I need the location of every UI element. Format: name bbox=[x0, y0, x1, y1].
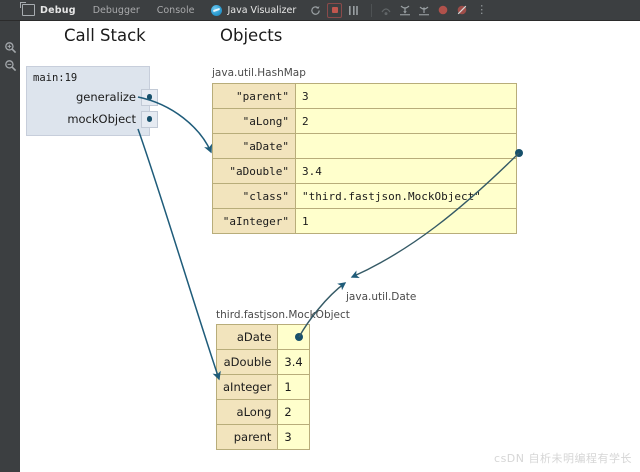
row-key: aInteger bbox=[216, 374, 279, 400]
table-row: aInteger 1 bbox=[216, 374, 310, 400]
row-value: 1 bbox=[277, 374, 310, 400]
row-key: "parent" bbox=[212, 83, 296, 109]
debug-action-group: ⋮ bbox=[308, 2, 488, 18]
table-row: parent 3 bbox=[216, 424, 310, 450]
row-value: 3.4 bbox=[295, 158, 517, 184]
tab-java-visualizer[interactable]: Java Visualizer bbox=[211, 4, 297, 16]
object-type-label-date: java.util.Date bbox=[346, 291, 417, 303]
row-key: "aLong" bbox=[212, 108, 296, 134]
step-into-icon[interactable] bbox=[397, 3, 412, 18]
tab-console[interactable]: Console bbox=[156, 4, 195, 16]
row-value: 2 bbox=[295, 108, 517, 134]
call-stack-heading: Call Stack bbox=[64, 26, 146, 45]
row-value bbox=[277, 324, 310, 350]
stack-variable-label: generalize bbox=[75, 90, 136, 104]
toolbar-title: Debug bbox=[40, 4, 76, 16]
more-options-icon[interactable]: ⋮ bbox=[476, 3, 488, 16]
table-row: "aDouble" 3.4 bbox=[212, 158, 517, 184]
object-table-hashmap: "parent" 3 "aLong" 2 "aDate" "aDouble" 3… bbox=[212, 83, 517, 234]
pointer-dot bbox=[146, 94, 153, 100]
edge-mockobject-to-mockobject-table bbox=[137, 128, 221, 381]
pointer-slot bbox=[141, 88, 158, 106]
debug-toolbar: Debug Debugger Console Java Visualizer bbox=[0, 0, 640, 21]
stop-icon[interactable] bbox=[327, 2, 343, 18]
zoom-in-icon[interactable] bbox=[4, 39, 17, 54]
object-type-label-mockobject: third.fastjson.MockObject bbox=[216, 309, 350, 321]
row-key: aDate bbox=[216, 324, 279, 350]
row-value: 3.4 bbox=[277, 349, 310, 375]
step-over-icon[interactable] bbox=[378, 3, 393, 18]
zoom-out-icon[interactable] bbox=[4, 57, 17, 72]
pause-icon[interactable] bbox=[346, 3, 361, 18]
rerun-icon[interactable] bbox=[308, 3, 323, 18]
table-row: "aInteger" 1 bbox=[212, 208, 517, 234]
row-key: aDouble bbox=[216, 349, 279, 375]
tab-debugger[interactable]: Debugger bbox=[92, 4, 140, 16]
row-value bbox=[295, 133, 517, 159]
row-key: parent bbox=[216, 424, 279, 450]
table-row: "aDate" bbox=[212, 133, 517, 159]
table-row: aDouble 3.4 bbox=[216, 349, 310, 375]
table-row: aLong 2 bbox=[216, 399, 310, 425]
row-value: 3 bbox=[277, 424, 310, 450]
view-breakpoints-icon[interactable] bbox=[454, 3, 469, 18]
row-key: "aDouble" bbox=[212, 158, 296, 184]
left-gutter bbox=[0, 21, 20, 472]
table-row: aDate bbox=[216, 324, 310, 350]
object-table-mockobject: aDate aDouble 3.4 aInteger 1 aLong 2 par… bbox=[216, 324, 310, 450]
step-out-icon[interactable] bbox=[416, 3, 431, 18]
toolbar-divider bbox=[371, 3, 373, 17]
visualizer-canvas: Call Stack Objects main:19 generalize mo… bbox=[20, 21, 640, 472]
watermark: csDN 自析未明编程有学长 bbox=[494, 452, 632, 465]
java-visualizer-icon bbox=[211, 4, 223, 16]
table-row: "parent" 3 bbox=[212, 83, 517, 109]
row-key: "aInteger" bbox=[212, 208, 296, 234]
row-value: "third.fastjson.MockObject" bbox=[295, 183, 517, 209]
pointer-slot bbox=[141, 110, 158, 128]
row-value: 3 bbox=[295, 83, 517, 109]
row-value: 2 bbox=[277, 399, 310, 425]
stack-variable-generalize[interactable]: generalize bbox=[27, 87, 158, 107]
table-row: "class" "third.fastjson.MockObject" bbox=[212, 183, 517, 209]
table-row: "aLong" 2 bbox=[212, 108, 517, 134]
pointer-dot bbox=[146, 116, 153, 122]
objects-heading: Objects bbox=[220, 26, 283, 45]
mute-breakpoints-icon[interactable] bbox=[435, 3, 450, 18]
frame-title: main:19 bbox=[33, 72, 78, 84]
row-value: 1 bbox=[295, 208, 517, 234]
row-key: "aDate" bbox=[212, 133, 296, 159]
object-type-label-hashmap: java.util.HashMap bbox=[212, 67, 306, 79]
call-stack-frame: main:19 generalize mockObject bbox=[26, 66, 158, 136]
debug-window-icon bbox=[20, 2, 35, 16]
stack-variable-label: mockObject bbox=[67, 112, 136, 126]
stack-variable-mockobject[interactable]: mockObject bbox=[27, 109, 158, 129]
tab-java-visualizer-label: Java Visualizer bbox=[227, 4, 297, 16]
row-key: "class" bbox=[212, 183, 296, 209]
row-key: aLong bbox=[216, 399, 279, 425]
